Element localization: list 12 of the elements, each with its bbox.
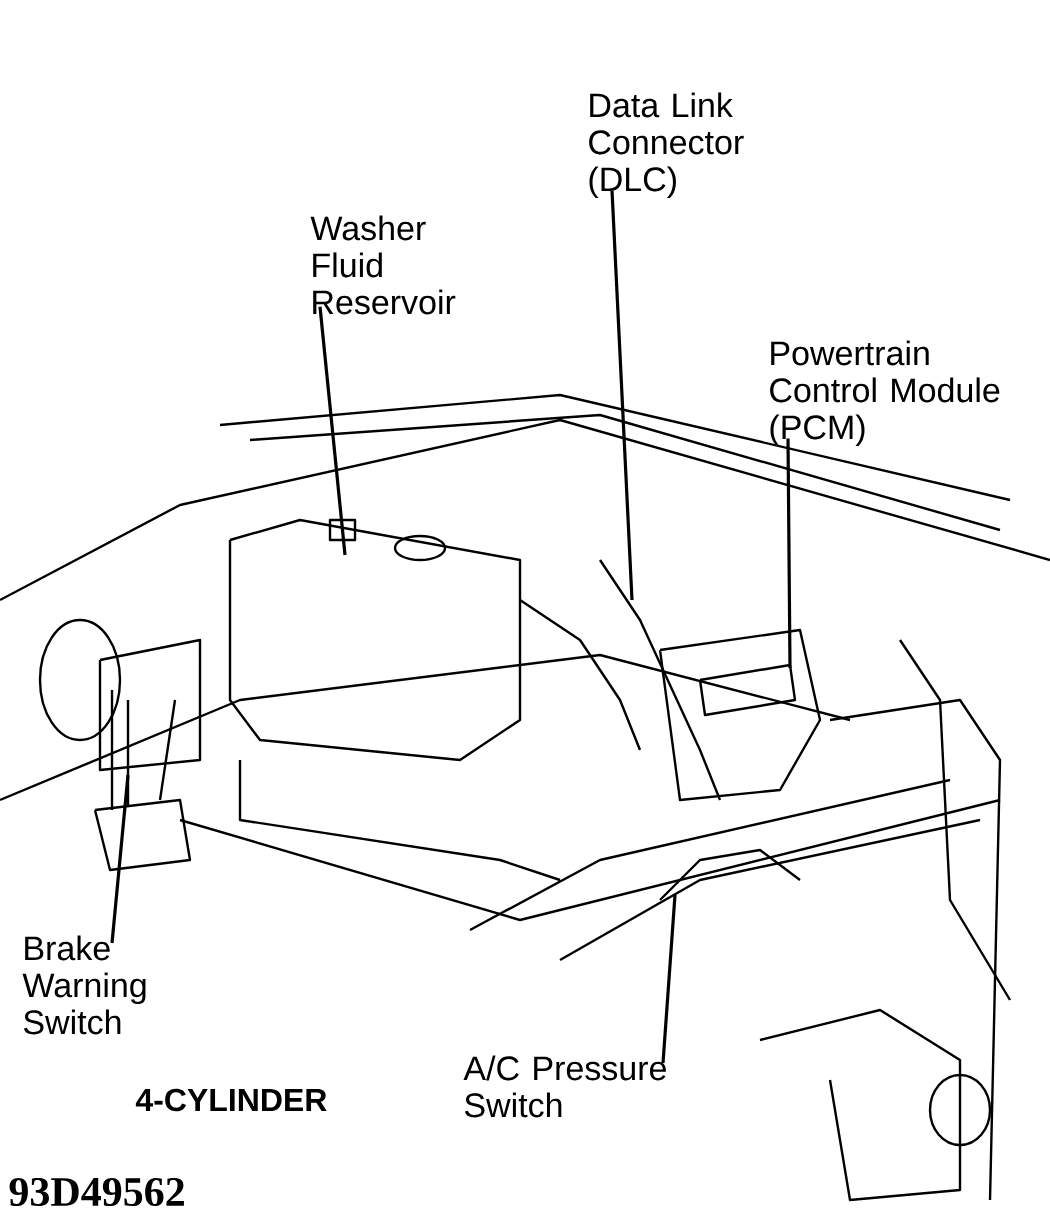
part-label: Data Link Connector (DLC) <box>589 92 744 199</box>
leader-line <box>610 190 634 601</box>
leader-line <box>318 306 347 556</box>
leader-line <box>786 438 792 668</box>
part-label: A/C Pressure Switch <box>463 1055 666 1118</box>
part-label: Brake Warning Switch <box>22 935 146 1035</box>
leader-line <box>661 894 677 1064</box>
part-label: Washer Fluid Reservoir <box>310 215 456 315</box>
leader-line <box>110 774 130 944</box>
part-label: Powertrain Control Module (PCM) <box>770 340 1000 447</box>
figure-number: 93D49562 <box>9 1177 184 1207</box>
view-label: 4-CYLINDER <box>135 1088 327 1112</box>
